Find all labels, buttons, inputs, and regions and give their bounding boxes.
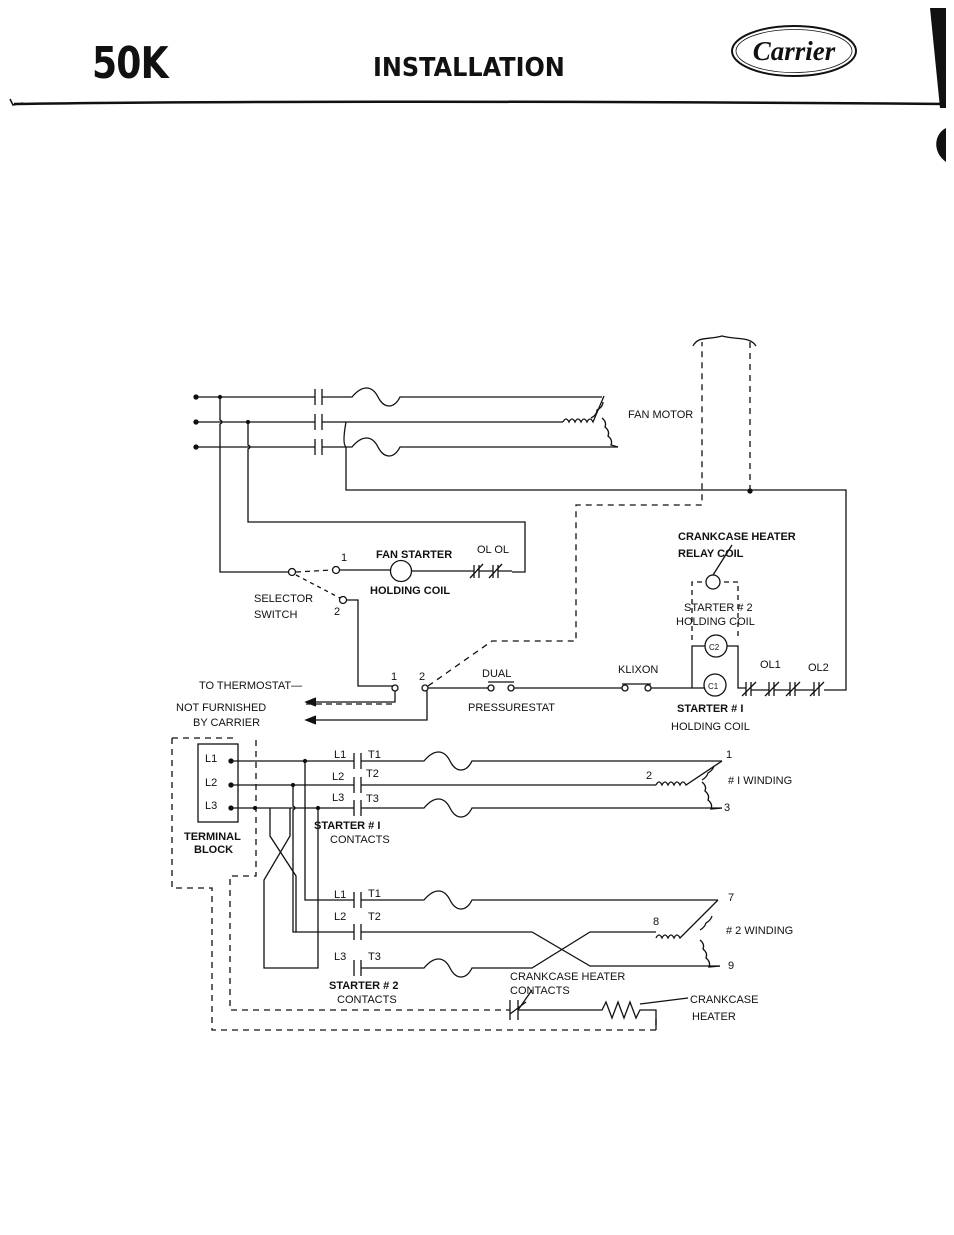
starter1-contacts-sub: CONTACTS (330, 834, 390, 846)
selector-pos-2: 2 (334, 606, 340, 618)
selector-pos-1: 1 (341, 552, 347, 564)
s2-l1-label: L1 (334, 889, 346, 901)
therm-terminal-2: 2 (419, 671, 425, 683)
s1-l3-label: L3 (332, 792, 344, 804)
header-rule (13, 100, 947, 106)
model-number: 50K (92, 38, 169, 89)
s2-t2-label: T2 (368, 911, 381, 923)
block-label: BLOCK (194, 844, 233, 856)
starter1-holding-coil-label: HOLDING COIL (671, 721, 750, 733)
s2-t1-label: T1 (368, 888, 381, 900)
s1-t2-label: T2 (366, 768, 379, 780)
klixon-label: KLIXON (618, 664, 658, 676)
page-title: INSTALLATION (373, 53, 565, 83)
c2-label: C2 (709, 643, 720, 652)
relay-coil-label: RELAY COIL (678, 548, 744, 560)
s2-l3-label: L3 (334, 951, 346, 963)
starter2-holding-label: STARTER # 2 (684, 602, 753, 614)
s1-l2-label: L2 (332, 771, 344, 783)
heater-label: HEATER (692, 1011, 736, 1023)
ol1-label: OL1 (760, 659, 781, 671)
winding1-label: # I WINDING (728, 775, 792, 787)
diagram-labels: FAN MOTOR CRANKCASE HEATER RELAY COIL FA… (176, 409, 829, 1023)
wiring-diagram (171, 335, 847, 1031)
starter2-contacts-sub: CONTACTS (337, 994, 397, 1006)
hole-punch-mark (936, 128, 946, 162)
switch-label: SWITCH (254, 609, 297, 621)
carrier-logo: Carrier (731, 25, 857, 77)
s1-t1-label: T1 (368, 749, 381, 761)
s2-t3-label: T3 (368, 951, 381, 963)
winding1-terminal-1: 1 (726, 749, 732, 761)
crankcase-contacts-sub: CONTACTS (510, 985, 570, 997)
to-thermostat-label: TO THERMOSTAT— (199, 680, 302, 692)
starter2-holding-coil-label: HOLDING COIL (676, 616, 755, 628)
not-furnished-label: NOT FURNISHED (176, 702, 266, 714)
starter1-holding-label: STARTER # I (677, 703, 743, 715)
terminal-label: TERMINAL (184, 831, 241, 843)
page-edge-mark (930, 8, 946, 108)
brand-name: Carrier (753, 36, 836, 66)
fan-starter-label: FAN STARTER (376, 549, 452, 561)
fan-holding-coil-label: HOLDING COIL (370, 585, 450, 597)
dual-label: DUAL (482, 668, 511, 680)
fan-motor-label: FAN MOTOR (628, 409, 693, 421)
ol2-label: OL2 (808, 662, 829, 674)
s2-l2-label: L2 (334, 911, 346, 923)
binding-mark (9, 98, 24, 106)
winding2-label: # 2 WINDING (726, 925, 793, 937)
winding2-terminal-7: 7 (728, 892, 734, 904)
pressurestat-label: PRESSURESTAT (468, 702, 555, 714)
starter2-contacts-label: STARTER # 2 (329, 980, 398, 992)
winding1-terminal-2: 2 (646, 770, 652, 782)
winding2-terminal-8: 8 (653, 916, 659, 928)
c1-label: C1 (708, 682, 719, 691)
crankcase-relay-label: CRANKCASE HEATER (678, 531, 796, 543)
crankcase-heater-label: CRANKCASE (690, 994, 758, 1006)
s1-t3-label: T3 (366, 793, 379, 805)
winding1-terminal-3: 3 (724, 802, 730, 814)
selector-label: SELECTOR (254, 593, 313, 605)
ol-ol-label: OL OL (477, 544, 509, 556)
terminal-l2: L2 (205, 777, 217, 789)
starter1-contacts-label: STARTER # I (314, 820, 380, 832)
crankcase-contacts-label: CRANKCASE HEATER (510, 971, 625, 983)
terminal-l3: L3 (205, 800, 217, 812)
s1-l1-label: L1 (334, 749, 346, 761)
by-carrier-label: BY CARRIER (193, 717, 260, 729)
winding2-terminal-9: 9 (728, 960, 734, 972)
therm-terminal-1: 1 (391, 671, 397, 683)
terminal-l1: L1 (205, 753, 217, 765)
